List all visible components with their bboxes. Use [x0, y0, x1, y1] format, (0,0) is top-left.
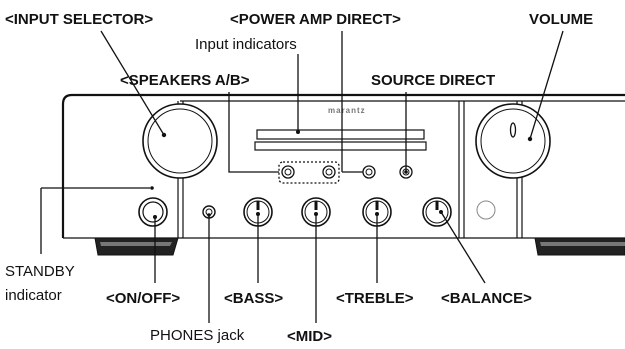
label-bass: <BASS>: [224, 290, 283, 307]
right-foot: [534, 237, 625, 256]
leader-on-off-dot: [153, 215, 157, 219]
leader-mid-dot: [314, 212, 318, 216]
standby-indicator-led: [150, 186, 154, 190]
leader-balance-dot: [439, 210, 443, 214]
balance-knob-marker: [435, 201, 439, 210]
leader-input-selector-dot: [161, 132, 167, 138]
speaker-a-button[interactable]: [281, 165, 295, 179]
label-standby-line2: indicator: [5, 287, 62, 304]
speakers-ab-buttons: [278, 161, 340, 184]
leader-lines: [40, 30, 564, 323]
leader-volume: [529, 30, 564, 140]
remote-sensor-window: [476, 200, 496, 220]
label-standby-line1: STANDBY: [5, 263, 75, 280]
label-power-amp-direct: <POWER AMP DIRECT>: [230, 11, 401, 28]
bass-knob-marker: [256, 201, 260, 210]
phones-jack[interactable]: [202, 205, 216, 219]
speaker-b-button[interactable]: [322, 165, 336, 179]
left-foot: [94, 237, 179, 256]
leader-input-indicators-dot: [296, 130, 300, 134]
leader-input-selector: [100, 30, 165, 136]
right-foot-highlight: [540, 242, 625, 246]
leader-bass-dot: [256, 212, 260, 216]
brand-logo: marantz: [328, 106, 366, 115]
labels: <INPUT SELECTOR> <POWER AMP DIRECT> VOLU…: [5, 11, 593, 345]
on-off-button[interactable]: [138, 197, 168, 227]
label-treble: <TREBLE>: [336, 290, 414, 307]
label-input-indicators: Input indicators: [195, 36, 297, 53]
leader-speakers-ab: [228, 92, 279, 173]
leader-balance: [440, 211, 486, 284]
volume-knob-marker: [509, 122, 517, 138]
label-mid: <MID>: [287, 328, 332, 344]
label-balance: <BALANCE>: [441, 290, 532, 307]
mid-knob-marker: [314, 201, 318, 210]
label-on-off: <ON/OFF>: [106, 290, 180, 307]
display-window: [254, 129, 427, 151]
input-selector-knob[interactable]: [142, 103, 218, 179]
balance-knob[interactable]: [422, 197, 452, 227]
label-source-direct: SOURCE DIRECT: [371, 72, 495, 89]
leader-source-direct-dot: [404, 170, 408, 174]
label-volume: VOLUME: [529, 11, 593, 28]
label-phones-jack: PHONES jack: [150, 327, 245, 344]
label-speakers-ab: <SPEAKERS A/B>: [120, 72, 250, 89]
label-input-selector: <INPUT SELECTOR>: [5, 11, 153, 28]
leader-volume-dot: [527, 136, 533, 142]
leader-phones-dot: [207, 213, 211, 217]
volume-knob[interactable]: [475, 103, 551, 179]
treble-knob-marker: [375, 201, 379, 210]
left-foot-highlight: [100, 242, 172, 246]
power-amp-direct-button[interactable]: [362, 165, 376, 179]
leader-treble-dot: [375, 212, 379, 216]
